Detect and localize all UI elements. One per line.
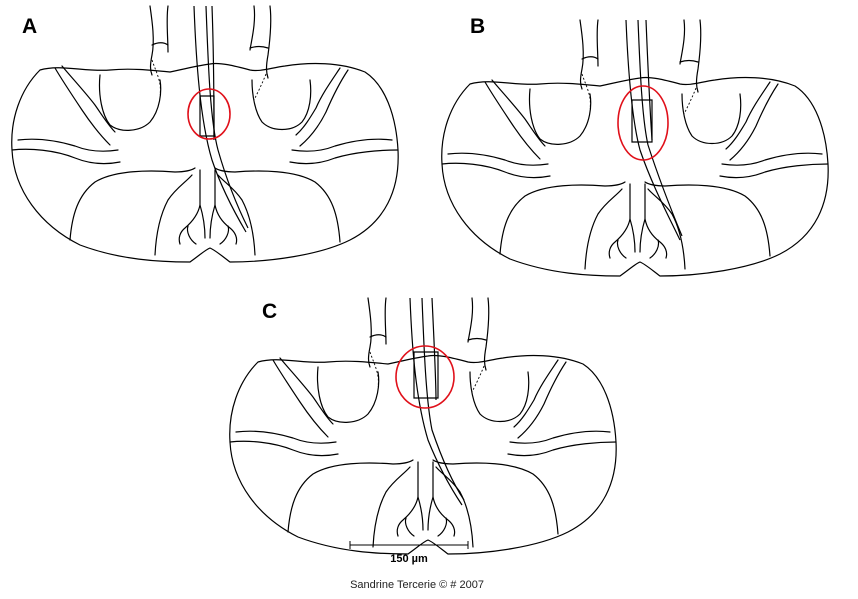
panel-a: A xyxy=(11,5,399,263)
panel-label: C xyxy=(262,300,277,323)
credit-text: Sandrine Tercerie © # 2007 xyxy=(350,579,484,591)
section-drawing xyxy=(441,19,829,277)
panel-label: A xyxy=(22,15,37,38)
panel-label: B xyxy=(470,15,485,38)
needle xyxy=(409,297,465,506)
highlight-circle xyxy=(187,88,231,140)
needle xyxy=(625,19,683,241)
highlight-circle xyxy=(617,85,669,161)
highlight-circle xyxy=(395,345,455,409)
panel-c: C xyxy=(229,297,617,555)
scale-bar-label: 150 µm xyxy=(390,553,428,565)
scale-bar: 150 µm xyxy=(349,541,469,565)
section-drawing xyxy=(11,5,399,263)
panel-b: B xyxy=(441,15,829,277)
needle xyxy=(193,5,249,233)
section-drawing xyxy=(229,297,617,555)
